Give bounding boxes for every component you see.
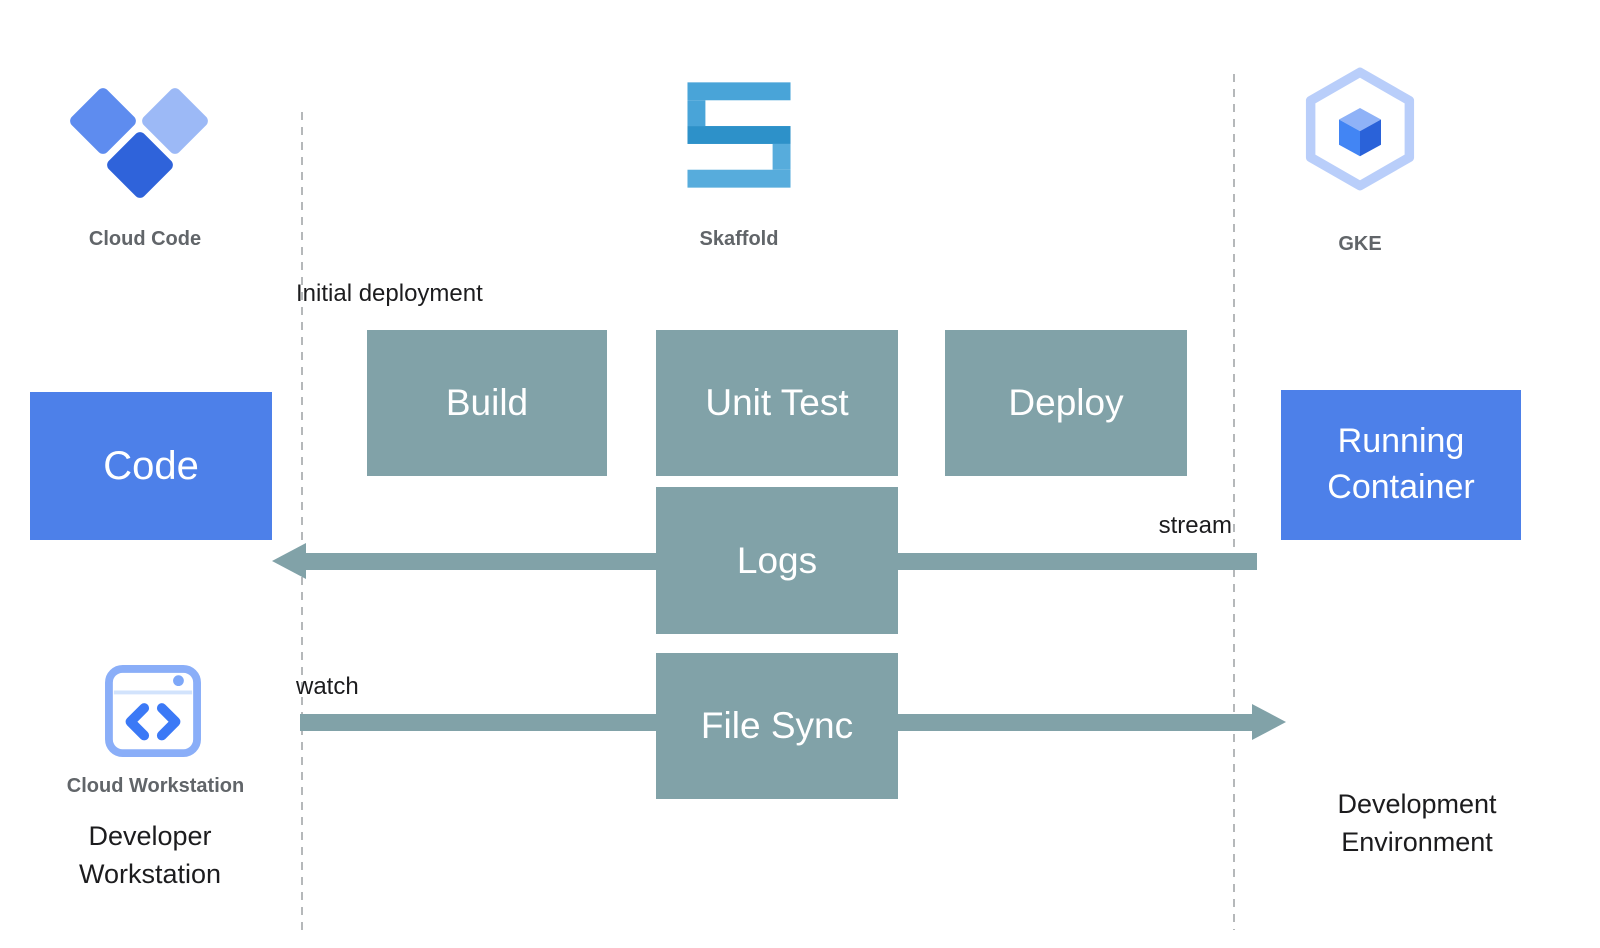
skaffold-s-glyph <box>687 82 791 188</box>
developer-workstation-label: Developer Workstation <box>78 821 222 889</box>
initial-deployment-label: Initial deployment <box>296 280 483 307</box>
unit-test-box: Unit Test <box>656 330 898 476</box>
running-container-box: Running Container <box>1281 390 1521 540</box>
file-sync-box: File Sync <box>656 653 898 799</box>
development-environment-label: Development Environment <box>1337 789 1497 857</box>
code-box: Code <box>30 392 272 540</box>
cloud-code-label: Cloud Code <box>88 228 202 250</box>
cloud-workstation-window-glyph <box>105 664 201 758</box>
stream-label: stream <box>1158 512 1232 539</box>
skaffold-label: Skaffold <box>699 228 779 250</box>
logs-arrow-head-left <box>272 543 306 579</box>
cloud-code-icon <box>67 85 280 208</box>
watch-label: watch <box>296 673 359 700</box>
workstation-boundary-dashed-line <box>301 112 303 930</box>
gke-hexagon-cube-glyph <box>1305 67 1415 191</box>
deploy-box: Deploy <box>945 330 1187 476</box>
gke-label: GKE <box>1338 233 1382 255</box>
gke-icon <box>1297 66 1423 192</box>
environment-boundary-dashed-line <box>1233 74 1235 930</box>
cloud-workstation-icon <box>104 664 202 758</box>
logs-box: Logs <box>656 487 898 634</box>
skaffold-icon <box>683 78 795 192</box>
file-sync-arrow-head-right <box>1252 704 1286 740</box>
build-box: Build <box>367 330 607 476</box>
cloud-workstation-label: Cloud Workstation <box>66 775 245 797</box>
